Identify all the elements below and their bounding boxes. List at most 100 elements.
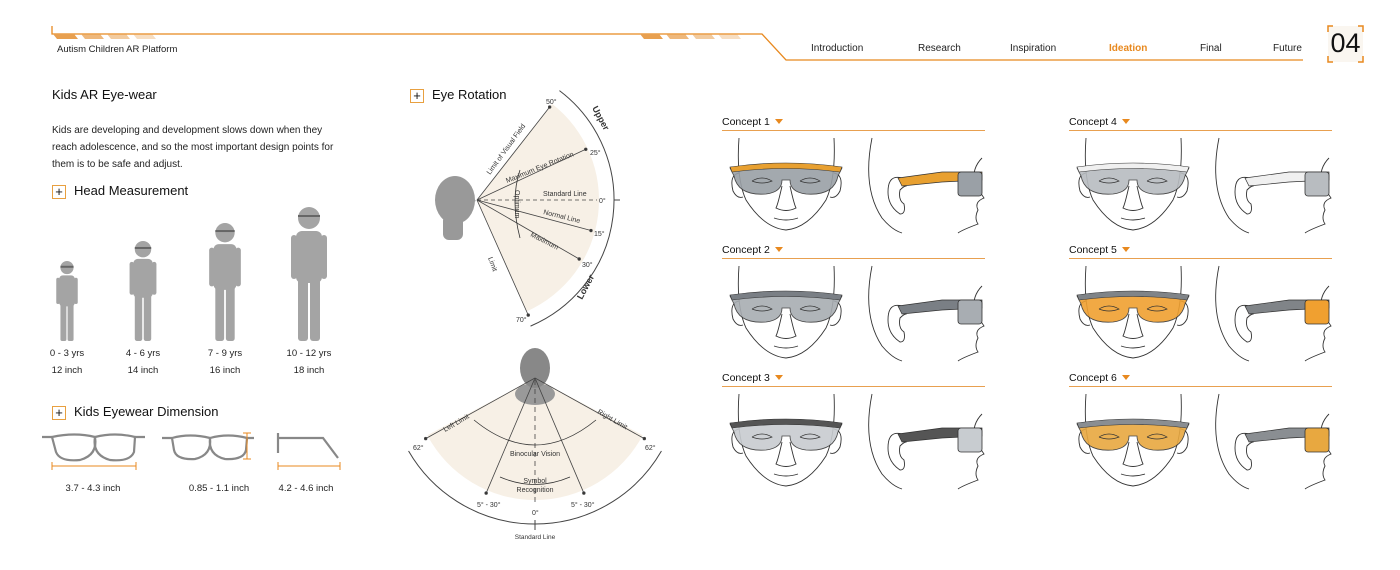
front-view-sketch	[729, 265, 843, 359]
divider	[722, 258, 985, 259]
svg-text:0°: 0°	[532, 509, 539, 517]
head-top-icon	[515, 348, 555, 405]
nav-future[interactable]: Future	[1273, 43, 1302, 54]
side-view-sketch	[868, 393, 985, 490]
svg-text:70°: 70°	[516, 316, 527, 324]
concept-dropdown[interactable]: Concept 6	[1069, 372, 1130, 384]
svg-text:50°: 50°	[546, 98, 557, 106]
concept-dropdown[interactable]: Concept 1	[722, 116, 783, 128]
chevron-down-icon[interactable]	[1121, 375, 1130, 380]
dimension-label: 4.2 - 4.6 inch	[278, 483, 334, 494]
concept-dropdown[interactable]: Concept 5	[1069, 244, 1130, 256]
eye-rotation-diagrams: 50° 25° 0° 15° 30° 70° Upper Lower Limit…	[408, 90, 662, 541]
nav-final[interactable]: Final	[1200, 43, 1222, 54]
front-view-sketch	[1076, 137, 1190, 231]
side-view-sketch	[1215, 393, 1332, 490]
divider	[722, 386, 985, 387]
dimension-label: 0.85 - 1.1 inch	[188, 483, 250, 494]
outer-arc	[530, 90, 620, 327]
concept-sketches	[729, 265, 985, 362]
head-size-label: 12 inch	[51, 365, 83, 376]
concept-label: Concept 4	[1069, 116, 1117, 128]
front-view-sketch	[1076, 265, 1190, 359]
divider	[1069, 258, 1332, 259]
svg-text:Recognition: Recognition	[517, 487, 554, 494]
concept-label: Concept 1	[722, 116, 770, 128]
svg-text:Optimum: Optimum	[513, 190, 520, 219]
concept-dropdown[interactable]: Concept 2	[722, 244, 783, 256]
child-silhouette	[209, 223, 241, 341]
svg-text:Lower: Lower	[575, 272, 597, 301]
svg-text:Standard Line: Standard Line	[515, 534, 556, 541]
age-label: 7 - 9 yrs	[207, 348, 243, 359]
age-label: 10 - 12 yrs	[286, 348, 332, 359]
nav-ideation[interactable]: Ideation	[1109, 43, 1148, 54]
svg-text:Binocular Vision: Binocular Vision	[510, 451, 560, 458]
concept-sketches	[1076, 265, 1332, 362]
eyewear-dimension-heading: + Kids Eyewear Dimension	[52, 404, 219, 420]
heading-label: Kids Eyewear Dimension	[74, 404, 219, 419]
divider	[722, 130, 985, 131]
concept-sketches	[729, 393, 985, 490]
head-measurement-heading: + Head Measurement	[52, 183, 188, 199]
head-profile-icon	[435, 176, 476, 240]
svg-text:62°: 62°	[645, 444, 656, 452]
project-title: Autism Children AR Platform	[57, 44, 178, 55]
svg-text:30°: 30°	[582, 261, 593, 269]
svg-text:0°: 0°	[599, 197, 606, 205]
svg-text:15°: 15°	[594, 230, 605, 238]
nav-introduction[interactable]: Introduction	[811, 43, 864, 54]
chevron-down-icon[interactable]	[774, 247, 783, 252]
svg-text:Standard Line: Standard Line	[543, 191, 587, 198]
front-view-sketch	[729, 137, 843, 231]
chevron-down-icon[interactable]	[1121, 247, 1130, 252]
svg-text:5° - 30°: 5° - 30°	[571, 501, 595, 509]
heading-label: Eye Rotation	[432, 87, 507, 102]
concept-sketches	[729, 137, 985, 234]
chevron-down-icon[interactable]	[774, 119, 783, 124]
eye-rotation-heading: + Eye Rotation	[410, 87, 506, 103]
concept-label: Concept 3	[722, 372, 770, 384]
children-silhouettes	[56, 207, 327, 341]
nav-inspiration[interactable]: Inspiration	[1010, 43, 1057, 54]
divider	[1069, 386, 1332, 387]
expand-button[interactable]: +	[410, 89, 424, 103]
age-label: 0 - 3 yrs	[49, 348, 85, 359]
child-silhouette	[56, 261, 78, 341]
header-decoration	[51, 25, 1364, 63]
head-size-label: 16 inch	[209, 365, 241, 376]
child-silhouette	[291, 207, 327, 341]
front-view-sketch	[729, 393, 843, 487]
child-silhouette	[129, 241, 157, 341]
nav-research[interactable]: Research	[918, 43, 961, 54]
side-view-sketch	[868, 137, 985, 234]
side-view-sketch	[1215, 137, 1332, 234]
chevron-down-icon[interactable]	[774, 375, 783, 380]
svg-text:25°: 25°	[590, 149, 601, 157]
page-number: 04	[1330, 28, 1361, 58]
concept-label: Concept 6	[1069, 372, 1117, 384]
expand-button[interactable]: +	[52, 185, 66, 199]
head-size-label: 14 inch	[127, 365, 159, 376]
svg-text:Limit: Limit	[486, 256, 498, 272]
concept-sketches	[1076, 137, 1332, 234]
front-view-sketch	[1076, 393, 1190, 487]
dimension-label: 3.7 - 4.3 inch	[65, 483, 121, 494]
chevron-down-icon[interactable]	[1121, 119, 1130, 124]
side-view-sketch	[1215, 265, 1332, 362]
intro-paragraph: Kids are developing and development slow…	[52, 125, 334, 170]
age-label: 4 - 6 yrs	[125, 348, 161, 359]
concept-sketches	[1076, 393, 1332, 490]
heading-label: Head Measurement	[74, 183, 189, 198]
concept-label: Concept 2	[722, 244, 770, 256]
svg-text:Symbol: Symbol	[523, 478, 547, 485]
concept-dropdown[interactable]: Concept 3	[722, 372, 783, 384]
svg-text:5° - 30°: 5° - 30°	[477, 501, 501, 509]
section-title: Kids AR Eye-wear	[52, 87, 157, 102]
svg-text:62°: 62°	[413, 444, 424, 452]
expand-button[interactable]: +	[52, 406, 66, 420]
side-view-sketch	[868, 265, 985, 362]
concept-dropdown[interactable]: Concept 4	[1069, 116, 1130, 128]
divider	[1069, 130, 1332, 131]
concept-label: Concept 5	[1069, 244, 1117, 256]
